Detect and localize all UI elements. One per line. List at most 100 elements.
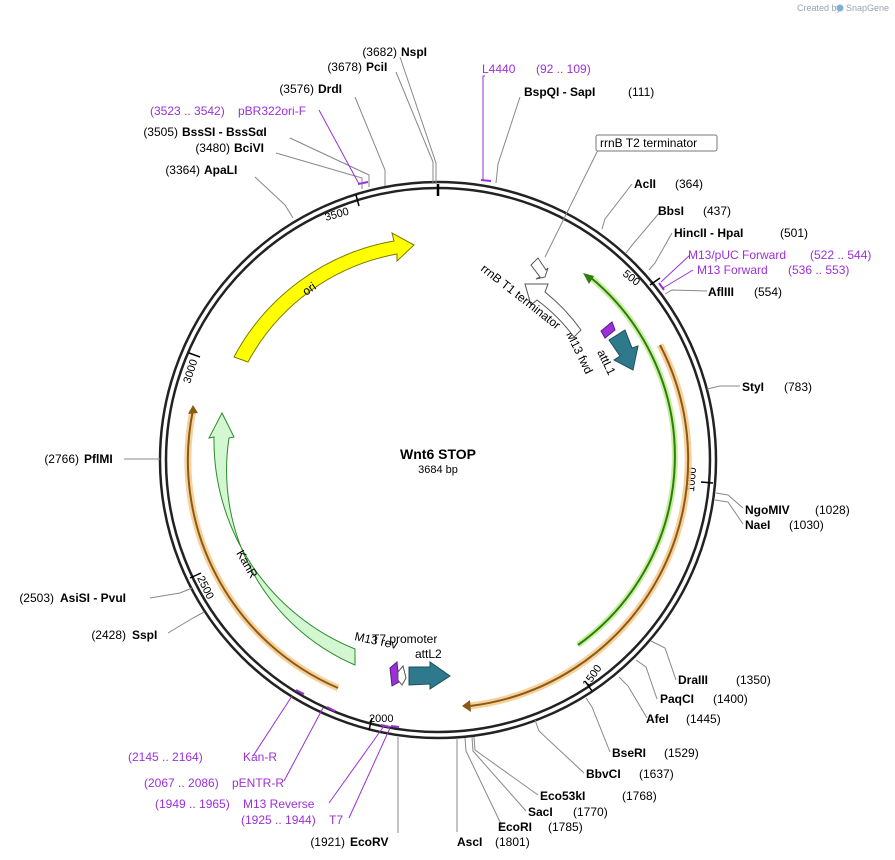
- site-name-asisi[interactable]: AsiSI - PvuI: [60, 591, 126, 605]
- site-labels: (3682) NspI (3678) PciI (3576) DrdI (350…: [19, 45, 849, 849]
- site-name-apali[interactable]: ApaLI: [204, 163, 237, 177]
- snapgene-logo-icon: [836, 4, 844, 12]
- kanr-feature[interactable]: [208, 411, 356, 666]
- site-name-ngomiv[interactable]: NgoMIV: [745, 503, 790, 517]
- t7-promoter-label: T7 promoter: [372, 632, 437, 646]
- site-pos-draiii: (1350): [736, 673, 771, 687]
- primer-name-l4440[interactable]: L4440: [482, 62, 516, 76]
- insert-arc[interactable]: [462, 343, 692, 712]
- site-pos-naei: (1030): [789, 518, 824, 532]
- kanr-outer-arc[interactable]: [184, 405, 340, 692]
- ori-label: ori: [300, 279, 319, 298]
- site-pos-sspi: (2428): [91, 628, 126, 642]
- site-name-bseri[interactable]: BseRI: [612, 746, 646, 760]
- site-pos-pcii: (3678): [327, 60, 362, 74]
- site-name-eco53ki[interactable]: Eco53kI: [540, 789, 585, 803]
- attl1-feature[interactable]: [608, 329, 639, 371]
- site-name-bspqi[interactable]: BspQI - SapI: [524, 85, 595, 99]
- site-pos-drdi: (3576): [279, 82, 314, 96]
- attl1-label: attL1: [594, 347, 618, 377]
- tick-label-2000: 2000: [369, 713, 393, 725]
- primer-name-m13puc-forward[interactable]: M13/pUC Forward: [688, 248, 786, 262]
- site-pos-ecorv: (1921): [310, 835, 345, 849]
- site-pos-bbvci: (1637): [639, 767, 674, 781]
- site-name-pcii[interactable]: PciI: [366, 60, 387, 74]
- site-name-bsssi[interactable]: BssSI - BssSαI: [182, 125, 267, 139]
- scale-ticks: [188, 194, 714, 731]
- primer-range-m13-reverse: (1949 .. 1965): [155, 797, 230, 811]
- site-pos-bcivi: (3480): [195, 141, 230, 155]
- tick-label-500: 500: [620, 268, 642, 289]
- primer-range-m13-forward: (536 .. 553): [788, 263, 849, 277]
- primer-name-t7[interactable]: T7: [329, 813, 343, 827]
- site-name-naei[interactable]: NaeI: [745, 518, 770, 532]
- credit-brand: SnapGene: [846, 3, 889, 13]
- site-pos-bspqi: (111): [628, 85, 654, 99]
- primer-name-m13-forward[interactable]: M13 Forward: [697, 263, 768, 277]
- site-pos-bsssi: (3505): [143, 125, 178, 139]
- site-leaders: [124, 56, 744, 833]
- site-name-ecorv[interactable]: EcoRV: [350, 835, 388, 849]
- site-pos-afliii: (554): [754, 285, 782, 299]
- site-name-ecori[interactable]: EcoRI: [498, 820, 532, 834]
- site-name-nspi[interactable]: NspI: [401, 45, 427, 59]
- primer-range-m13puc-forward: (522 .. 544): [810, 248, 871, 262]
- site-pos-eco53ki: (1768): [622, 789, 657, 803]
- ori-feature[interactable]: [233, 232, 415, 363]
- site-pos-styi: (783): [784, 380, 812, 394]
- site-pos-asisi: (2503): [19, 591, 54, 605]
- site-name-paqci[interactable]: PaqCI: [660, 692, 694, 706]
- site-name-afei[interactable]: AfeI: [646, 712, 669, 726]
- plasmid-name: Wnt6 STOP: [400, 446, 476, 462]
- site-pos-hincii: (501): [780, 226, 808, 240]
- site-pos-asci: (1801): [495, 835, 530, 849]
- primer-range-l4440: (92 .. 109): [536, 62, 591, 76]
- tick-label-3500: 3500: [324, 206, 351, 224]
- site-pos-paqci: (1400): [713, 692, 748, 706]
- primer-range-pentr-r: (2067 .. 2086): [144, 776, 219, 790]
- site-name-acli[interactable]: AclI: [634, 177, 656, 191]
- primer-range-kan-r: (2145 .. 2164): [128, 750, 203, 764]
- site-name-saci[interactable]: SacI: [528, 805, 553, 819]
- primer-labels: L4440 (92 .. 109) (3523 .. 3542) pBR322o…: [128, 62, 871, 827]
- site-name-bbsi[interactable]: BbsI: [658, 204, 684, 218]
- site-name-sspi[interactable]: SspI: [132, 628, 157, 642]
- site-name-drdi[interactable]: DrdI: [318, 82, 342, 96]
- site-pos-afei: (1445): [686, 712, 721, 726]
- m13-fwd-feature[interactable]: [600, 321, 616, 339]
- site-pos-bbsi: (437): [703, 204, 731, 218]
- site-pos-saci: (1770): [573, 805, 608, 819]
- site-pos-apali: (3364): [165, 163, 200, 177]
- rrnb-t2-terminator-feature[interactable]: [530, 257, 549, 280]
- site-name-bcivi[interactable]: BciVI: [234, 141, 264, 155]
- site-name-pflmi[interactable]: PflMI: [84, 452, 113, 466]
- primer-name-m13-reverse[interactable]: M13 Reverse: [243, 797, 315, 811]
- primer-leaders: [252, 75, 694, 819]
- attl2-label: attL2: [415, 647, 442, 661]
- site-pos-nspi: (3682): [362, 45, 397, 59]
- primer-marks: [295, 179, 665, 728]
- primer-name-kan-r[interactable]: Kan-R: [243, 750, 277, 764]
- site-name-draiii[interactable]: DraIII: [678, 673, 708, 687]
- rrnb-t2-label: rrnB T2 terminator: [600, 136, 697, 150]
- site-pos-pflmi: (2766): [44, 452, 79, 466]
- m13-fwd-label: M13 fwd: [563, 329, 595, 376]
- site-name-bbvci[interactable]: BbvCI: [586, 767, 621, 781]
- site-name-styi[interactable]: StyI: [742, 380, 764, 394]
- rrnb-t1-terminator-feature[interactable]: [524, 283, 582, 338]
- rrnb-t2-label-box: rrnB T2 terminator: [595, 134, 718, 152]
- site-pos-bseri: (1529): [664, 746, 699, 760]
- primer-name-pbr322ori-f[interactable]: pBR322ori-F: [238, 104, 306, 118]
- attl2-feature[interactable]: [408, 661, 451, 690]
- t7-promoter-feature[interactable]: [397, 664, 407, 686]
- site-name-hincii[interactable]: HincII - HpaI: [674, 226, 743, 240]
- site-name-afliii[interactable]: AflIII: [708, 285, 734, 299]
- primer-range-t7: (1925 .. 1944): [241, 813, 316, 827]
- primer-range-pbr322ori-f: (3523 .. 3542): [150, 104, 225, 118]
- site-pos-ecori: (1785): [548, 820, 583, 834]
- site-name-asci[interactable]: AscI: [457, 835, 482, 849]
- plasmid-length: 3684 bp: [418, 464, 458, 476]
- wnt6-cds-arc[interactable]: [576, 273, 678, 648]
- primer-name-pentr-r[interactable]: pENTR-R: [232, 776, 284, 790]
